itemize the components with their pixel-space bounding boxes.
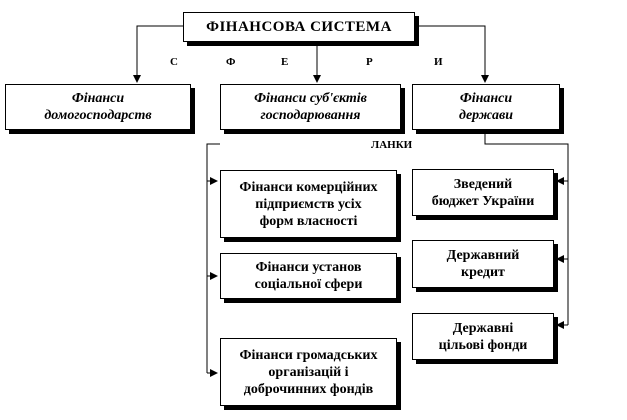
- enterprise-trunk-line: [206, 143, 220, 373]
- connector-to-households: [133, 25, 183, 83]
- households-finance-box: Фінанси домогосподарств: [5, 84, 191, 130]
- box-line: Фінанси: [459, 91, 513, 106]
- spheres-letter: Р: [366, 56, 373, 68]
- state-target-funds-box: Державні цільові фонди: [412, 313, 554, 360]
- box-line: бюджет України: [431, 193, 535, 209]
- box-line: Фінанси установ: [255, 260, 362, 275]
- box-line: доброчинних фондів: [243, 381, 374, 397]
- state-trunk-line: [484, 130, 569, 325]
- public-organizations-box: Фінанси громадських організацій і доброч…: [220, 338, 397, 406]
- box-line: Фінанси громадських: [239, 347, 378, 363]
- box-line: Державні: [452, 320, 514, 336]
- box-line: Фінанси суб'єктів: [254, 91, 367, 106]
- social-institutions-box: Фінанси установ соціальної сфери: [220, 253, 397, 299]
- box-line: організацій і: [268, 364, 349, 380]
- links-label: ЛАНКИ: [371, 139, 413, 151]
- box-line: господарювання: [260, 108, 361, 123]
- box-line: соціальної сфери: [254, 277, 363, 292]
- box-line: домогосподарств: [44, 108, 152, 123]
- spheres-letter: Е: [281, 56, 289, 68]
- box-line: Фінанси комерційних: [239, 179, 378, 195]
- box-line: цільові фонди: [438, 337, 528, 353]
- box-line: Фінанси: [71, 91, 125, 106]
- box-line: підприємств усіх: [255, 196, 362, 212]
- spheres-letter: С: [170, 56, 178, 68]
- state-finance-box: Фінанси держави: [412, 84, 560, 130]
- consolidated-budget-box: Зведений бюджет України: [412, 169, 554, 216]
- commercial-enterprises-box: Фінанси комерційних підприємств усіх фор…: [220, 170, 397, 238]
- spheres-letter: И: [434, 56, 443, 68]
- financial-system-title: ФІНАНСОВА СИСТЕМА: [183, 12, 415, 42]
- spheres-letter: Ф: [226, 56, 236, 68]
- state-credit-box: Державний кредит: [412, 240, 554, 288]
- box-line: Державний: [446, 248, 520, 263]
- box-line: Зведений: [453, 176, 513, 192]
- enterprises-finance-box: Фінанси суб'єктів господарювання: [220, 84, 401, 130]
- box-line: форм власності: [259, 213, 358, 229]
- connector-to-state: [415, 25, 489, 83]
- box-line: кредит: [461, 265, 505, 280]
- title-text: ФІНАНСОВА СИСТЕМА: [206, 18, 392, 35]
- box-line: держави: [459, 108, 513, 123]
